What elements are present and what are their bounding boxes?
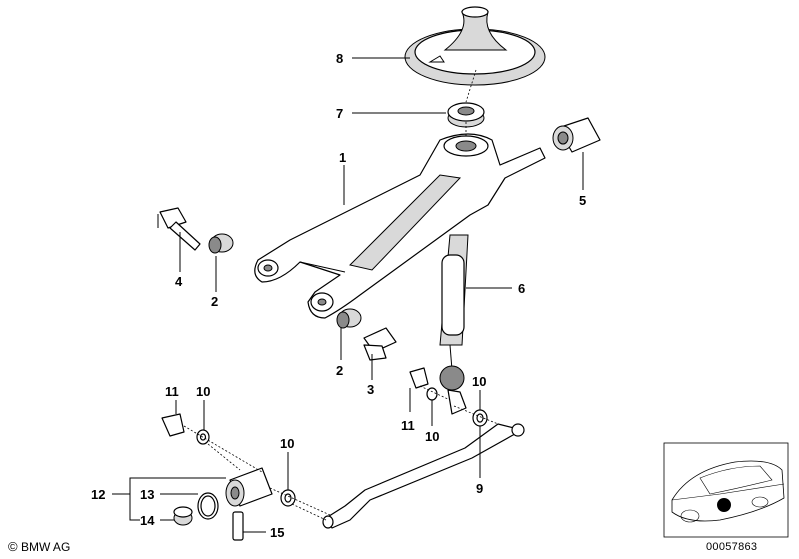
- car-location-thumbnail-icon: [663, 442, 789, 538]
- clip-part-11-right[interactable]: [409, 367, 429, 389]
- joint-part-12[interactable]: [225, 467, 273, 507]
- selector-lever-part[interactable]: [254, 133, 546, 319]
- callout-2-left: 2: [211, 294, 218, 309]
- pin-part-15[interactable]: [232, 511, 244, 541]
- callout-2-right: 2: [336, 363, 343, 378]
- callout-10-right-bottom: 10: [425, 429, 439, 444]
- shift-rod-part[interactable]: [439, 234, 469, 415]
- callout-3: 3: [367, 382, 374, 397]
- callout-9: 9: [476, 481, 483, 496]
- callout-10-right-top: 10: [472, 374, 486, 389]
- callout-1: 1: [339, 150, 346, 165]
- callout-13: 13: [140, 487, 154, 502]
- bearing-ring-part[interactable]: [447, 102, 485, 128]
- callout-15: 15: [270, 525, 284, 540]
- callout-7: 7: [336, 106, 343, 121]
- callout-10-left: 10: [196, 384, 210, 399]
- bushing-part[interactable]: [552, 117, 601, 153]
- copyright-notice: © BMW AG: [8, 539, 70, 554]
- callout-6: 6: [518, 281, 525, 296]
- bushing-part-2-left[interactable]: [208, 233, 234, 254]
- selector-rod-part[interactable]: [322, 423, 525, 529]
- copyright-symbol: ©: [8, 539, 18, 554]
- bushing-part-14[interactable]: [173, 506, 193, 526]
- callout-14: 14: [140, 513, 155, 528]
- callout-8: 8: [336, 51, 343, 66]
- callout-5: 5: [579, 193, 586, 208]
- clip-part-11-left[interactable]: [161, 413, 185, 437]
- copyright-text: BMW AG: [20, 540, 71, 554]
- ring-part-13[interactable]: [197, 492, 219, 520]
- callout-11-right: 11: [401, 418, 415, 433]
- holder-clip-part-3[interactable]: [363, 327, 397, 361]
- callout-4: 4: [175, 274, 183, 289]
- callout-10-mid: 10: [280, 436, 294, 451]
- shift-boot-part[interactable]: [404, 6, 546, 86]
- callout-12: 12: [91, 487, 105, 502]
- washer-part-10-right-b[interactable]: [472, 409, 488, 427]
- location-marker-dot: [717, 498, 731, 512]
- document-number: 00057863: [706, 541, 758, 553]
- callout-11-left: 11: [165, 384, 179, 399]
- bushing-part-2-right[interactable]: [336, 308, 362, 329]
- holder-clip-part-4[interactable]: [157, 207, 201, 251]
